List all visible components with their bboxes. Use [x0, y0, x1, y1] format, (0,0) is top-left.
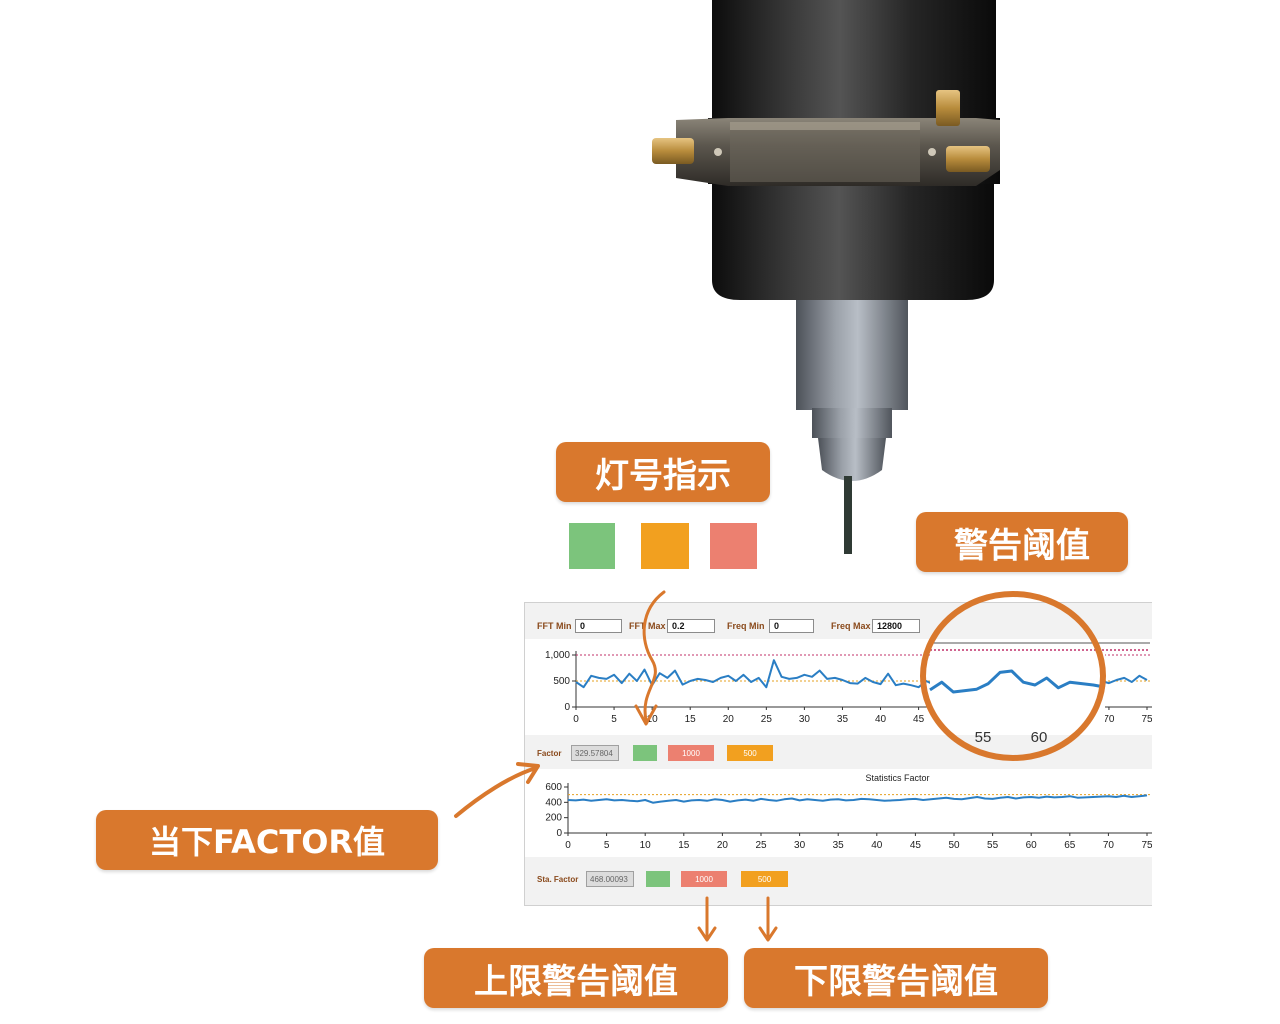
x-tick-label: 0	[565, 840, 571, 851]
y-tick-label: 600	[545, 782, 562, 793]
spindle-tool-image	[652, 0, 1000, 554]
x-tick-label: 20	[717, 840, 729, 851]
freq-min-label: Freq Min	[727, 621, 765, 631]
fft-min-input[interactable]	[575, 619, 622, 633]
sta-factor-lower-threshold[interactable]: 500	[741, 871, 788, 887]
indicator-swatch-orange	[641, 523, 689, 569]
x-tick-label: 25	[755, 840, 767, 851]
freq-max-label: Freq Max	[831, 621, 871, 631]
x-tick-label: 30	[799, 714, 811, 725]
y-tick-label: 500	[553, 676, 570, 687]
fft-max-input[interactable]	[667, 619, 715, 633]
x-tick-label: 35	[837, 714, 849, 725]
indicator-swatch-green	[569, 523, 615, 569]
x-tick-label: 5	[604, 840, 610, 851]
freq-min-input[interactable]	[769, 619, 814, 633]
sta-factor-upper-threshold[interactable]: 1000	[681, 871, 727, 887]
x-tick-label: 75	[1141, 840, 1152, 851]
x-tick-label: 65	[1064, 840, 1076, 851]
x-tick-label: 10	[640, 840, 652, 851]
x-tick-label: 40	[875, 714, 887, 725]
x-tick-label: 75	[1141, 714, 1152, 725]
series-line	[575, 659, 1148, 691]
x-tick-label: 60	[1026, 840, 1038, 851]
x-tick-label: 25	[761, 714, 773, 725]
light-indicator-callout: 灯号指示	[556, 442, 770, 502]
factor-chart: 1,000 500 00 5 10 15 20 25 30 35 40 45 50 55 60 65 70 75	[545, 650, 1152, 725]
lower-warning-callout: 下限警告阈值	[744, 948, 1048, 1008]
current-factor-callout: 当下FACTOR值	[96, 810, 438, 870]
x-tick-label: 50	[948, 840, 960, 851]
y-tick-label: 200	[545, 813, 562, 824]
warning-threshold-callout: 警告阈值	[916, 512, 1128, 572]
x-tick-label: 40	[871, 840, 883, 851]
x-tick-label: 70	[1103, 840, 1115, 851]
x-tick-label: 30	[794, 840, 806, 851]
factor-label: Factor	[537, 749, 562, 758]
x-tick-label: 45	[910, 840, 922, 851]
x-tick-label: 35	[833, 840, 845, 851]
x-tick-label: 10	[647, 714, 659, 725]
factor-lower-threshold[interactable]: 500	[727, 745, 773, 761]
x-tick-label: 45	[913, 714, 925, 725]
x-tick-label: 65	[1065, 714, 1077, 725]
x-tick-label: 0	[573, 714, 579, 725]
statistics-factor-chart: Statistics Factor 600 400 200 00 5 10 15 20 25 30 3…	[545, 773, 1152, 851]
upper-warning-callout: 上限警告阈值	[424, 948, 728, 1008]
x-tick-label: 55	[987, 840, 999, 851]
fft-min-label: FFT Min	[537, 621, 572, 631]
monitoring-panel: FFT Min FFT Max Freq Min Freq Max 1,000 5…	[524, 602, 1152, 906]
x-tick-label: 20	[723, 714, 735, 725]
chart-title: Statistics Factor	[865, 773, 929, 783]
series-line	[567, 794, 1148, 804]
factor-status-green	[633, 745, 657, 761]
sta-factor-value: 468.00093	[586, 871, 634, 887]
x-tick-label: 55	[989, 714, 1001, 725]
factor-upper-threshold[interactable]: 1000	[668, 745, 714, 761]
freq-max-input[interactable]	[872, 619, 920, 633]
sta-factor-status-green	[646, 871, 670, 887]
factor-value: 329.57804	[571, 745, 619, 761]
y-tick-label: 0	[564, 702, 570, 713]
fft-max-label: FFT Max	[629, 621, 666, 631]
x-tick-label: 15	[685, 714, 697, 725]
x-tick-label: 15	[678, 840, 690, 851]
x-tick-label: 50	[951, 714, 963, 725]
sta-factor-label: Sta. Factor	[537, 875, 579, 884]
y-tick-label: 400	[545, 797, 562, 808]
y-tick-label: 0	[556, 828, 562, 839]
indicator-swatch-red	[710, 523, 757, 569]
y-tick-label: 1,000	[545, 650, 570, 661]
x-tick-label: 70	[1103, 714, 1115, 725]
x-tick-label: 60	[1027, 714, 1039, 725]
x-tick-label: 5	[611, 714, 617, 725]
